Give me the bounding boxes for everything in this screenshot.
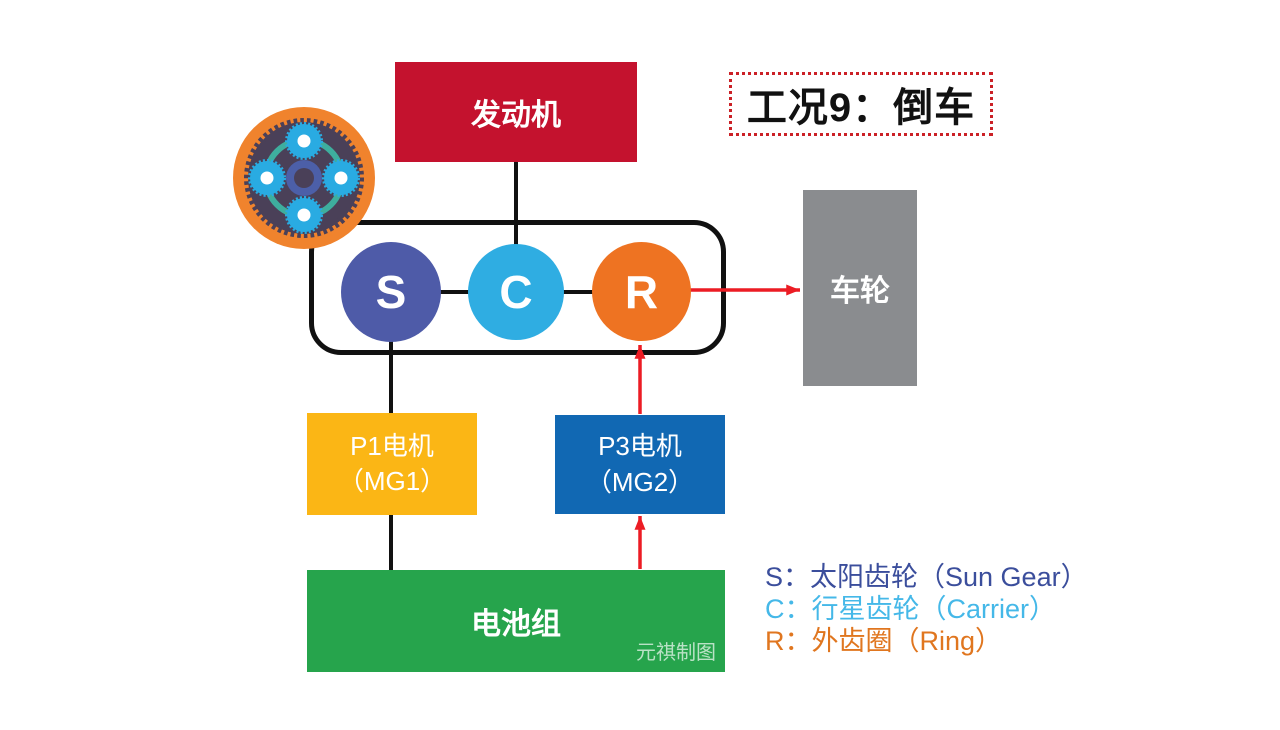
wheel-label: 车轮: [830, 275, 890, 308]
battery-label: 电池组: [471, 608, 561, 641]
planet-gear-left: [248, 159, 286, 197]
planet-gear-right: [322, 159, 360, 197]
p3-motor-label-line2: （MG2）: [585, 466, 695, 497]
battery-box: 电池组 元祺制图: [307, 570, 725, 672]
legend: S：太阳齿轮（Sun Gear） C：行星齿轮（Carrier） R：外齿圈（R…: [765, 561, 1088, 657]
watermark-text: 元祺制图: [636, 642, 716, 664]
planet-gear-bottom: [285, 196, 323, 234]
p1-motor-label-line1: P1电机: [350, 430, 434, 461]
legend-item-ring: R：外齿圈（Ring）: [765, 626, 1003, 656]
condition-title: 工况9：倒车: [729, 72, 993, 136]
planet-gear-top: [285, 122, 323, 160]
legend-item-sun: S：太阳齿轮（Sun Gear）: [765, 562, 1088, 592]
p3-motor-label-line1: P3电机: [598, 431, 682, 462]
p3-motor-box: P3电机 （MG2）: [555, 415, 725, 514]
sun-gear-label: S: [375, 266, 407, 318]
p1-motor-box: P1电机 （MG1）: [307, 413, 477, 515]
engine-label: 发动机: [471, 99, 561, 132]
sun-gear-icon-center: [286, 160, 322, 196]
legend-item-carrier: C：行星齿轮（Carrier）: [765, 594, 1057, 624]
carrier-node: C: [468, 244, 564, 340]
p1-motor-label-line2: （MG1）: [337, 466, 447, 496]
planetary-gear-icon: [233, 107, 375, 249]
ring-gear-node: R: [592, 242, 691, 341]
engine-box: 发动机: [395, 62, 637, 162]
carrier-label: C: [499, 266, 533, 318]
ring-gear-label: R: [624, 265, 659, 318]
wheel-box: 车轮: [803, 190, 917, 386]
sun-gear-node: S: [341, 242, 441, 342]
